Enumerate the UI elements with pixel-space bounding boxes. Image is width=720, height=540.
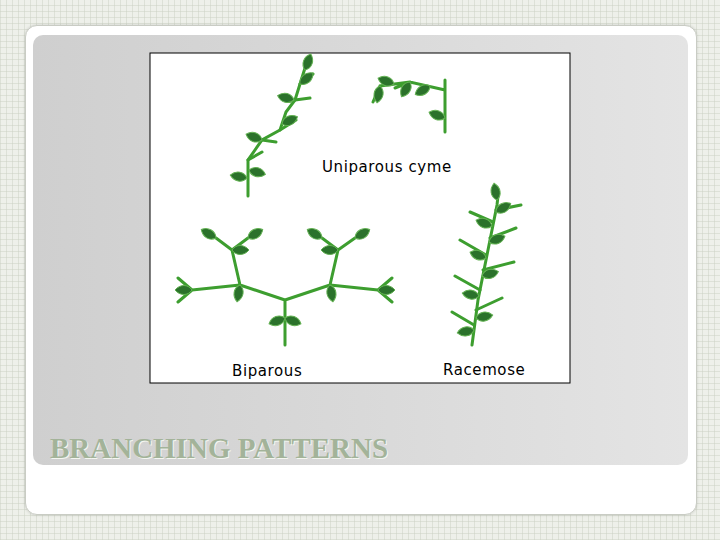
leaves: [175, 52, 513, 337]
leaf: [494, 200, 513, 216]
leaf: [199, 226, 218, 242]
pattern-label: Racemose: [443, 361, 525, 379]
pattern-label: Uniparous cyme: [322, 158, 452, 176]
leaf: [233, 284, 245, 302]
leaf: [456, 326, 474, 338]
leaf: [301, 52, 315, 71]
leaf: [378, 286, 395, 295]
biparous-stem: [178, 238, 392, 345]
leaf: [474, 216, 493, 230]
leaf: [305, 226, 324, 242]
leaf: [248, 166, 267, 179]
cyme-branches: [248, 74, 313, 160]
leaf: [481, 267, 500, 280]
leaf: [398, 80, 414, 99]
leaf: [244, 130, 263, 144]
leaf: [475, 311, 493, 323]
leaf: [487, 232, 506, 246]
leaf: [490, 182, 502, 200]
stems: [178, 68, 521, 345]
leaf: [283, 314, 302, 328]
leaf: [413, 82, 432, 98]
leaf: [280, 113, 299, 128]
leaf: [326, 284, 338, 302]
leaf: [175, 286, 192, 295]
leaf: [427, 108, 446, 122]
raceme-branches: [452, 205, 521, 325]
leaf: [461, 289, 479, 301]
leaf: [321, 246, 338, 255]
picture-box: [150, 53, 570, 383]
leaf: [373, 85, 385, 103]
cyme-stem: [248, 68, 305, 196]
leaf: [353, 226, 372, 242]
leaf: [267, 314, 286, 328]
leaf: [246, 226, 265, 242]
leaf: [232, 246, 249, 255]
leaf: [468, 248, 487, 262]
pattern-label: Biparous: [232, 362, 302, 380]
slide-title: BRANCHING PATTERNS: [50, 432, 388, 465]
leaf: [297, 70, 316, 88]
cyme-stem: [373, 80, 445, 132]
leaf: [276, 91, 295, 104]
leaf: [229, 171, 247, 183]
